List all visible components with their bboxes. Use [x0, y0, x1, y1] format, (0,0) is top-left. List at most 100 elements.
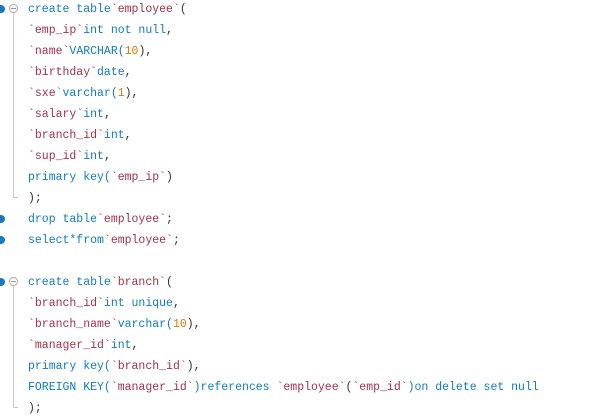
fold-guide [13, 20, 14, 41]
sql-punctuation: ), [124, 87, 139, 100]
code-line[interactable]: ); [0, 188, 607, 209]
sql-keyword: int not null [83, 24, 167, 37]
sql-identifier: `branch_name` [28, 318, 118, 331]
code-text: `sup_id`int, [28, 146, 111, 167]
code-text: `branch_name`varchar(10), [28, 314, 201, 335]
sql-punctuation: ), [138, 45, 153, 58]
code-line[interactable]: `branch_id`int, [0, 125, 607, 146]
code-text: ); [28, 188, 42, 209]
code-text: primary key(`emp_ip`) [28, 167, 173, 188]
sql-identifier: `name` [28, 45, 70, 58]
statement-marker-icon [0, 215, 5, 223]
code-line[interactable]: `birthday`date, [0, 62, 607, 83]
code-text: `birthday`date, [28, 62, 132, 83]
code-line[interactable]: `name`VARCHAR(10), [0, 41, 607, 62]
sql-punctuation: ), [186, 360, 201, 373]
fold-guide [13, 286, 14, 293]
code-text: `salary`int, [28, 104, 111, 125]
code-line[interactable]: FOREIGN KEY(`manager_id`)references `emp… [0, 377, 607, 398]
fold-guide [13, 125, 14, 146]
sql-number: 1 [117, 87, 125, 100]
fold-guide [13, 146, 14, 167]
sql-keyword: int [103, 129, 125, 142]
sql-identifier: `employee` [110, 3, 180, 16]
sql-punctuation: ), [186, 318, 201, 331]
sql-keyword: FOREIGN KEY( [28, 381, 111, 394]
sql-identifier: `employee` [97, 213, 167, 226]
sql-keyword: primary key( [28, 171, 111, 184]
code-line[interactable]: create table`employee`( [0, 0, 607, 20]
sql-identifier: `sup_id` [28, 150, 84, 163]
code-line[interactable]: `sxe`varchar(1), [0, 83, 607, 104]
code-line[interactable]: primary key(`branch_id`), [0, 356, 607, 377]
fold-guide [13, 104, 14, 125]
sql-identifier: `manager_id` [110, 381, 194, 394]
sql-keyword: int unique [103, 297, 173, 310]
sql-keyword: create table [28, 3, 111, 16]
sql-identifier: `employee` [103, 234, 173, 247]
statement-marker-icon [0, 5, 5, 13]
statement-marker-icon [0, 236, 5, 244]
sql-punctuation: , [103, 150, 111, 163]
sql-punctuation: , [166, 24, 173, 37]
fold-guide [13, 335, 14, 356]
sql-keyword: create table [28, 276, 111, 289]
fold-guide [13, 167, 14, 188]
sql-punctuation: , [124, 129, 132, 142]
code-line[interactable]: select*from`employee`; [0, 230, 607, 251]
code-line[interactable]: `branch_name`varchar(10), [0, 314, 607, 335]
code-line[interactable]: drop table`employee`; [0, 209, 607, 230]
sql-keyword: varchar( [62, 87, 118, 100]
fold-guide [13, 188, 18, 198]
sql-keyword: int [110, 339, 132, 352]
sql-punctuation: ; [166, 213, 173, 226]
sql-keyword: int [83, 150, 104, 163]
code-line[interactable] [0, 251, 607, 272]
code-line[interactable]: `sup_id`int, [0, 146, 607, 167]
sql-identifier: `emp_ip` [110, 171, 167, 184]
sql-punctuation: , [124, 66, 132, 79]
sql-punctuation: ) [166, 171, 173, 184]
sql-identifier: `branch_id` [28, 129, 104, 142]
code-text: `name`VARCHAR(10), [28, 41, 152, 62]
sql-punctuation: ( [166, 276, 173, 289]
code-line[interactable]: `salary`int, [0, 104, 607, 125]
sql-identifier: `salary` [28, 108, 84, 121]
fold-collapse-icon[interactable] [9, 277, 18, 286]
sql-keyword: VARCHAR( [69, 45, 125, 58]
sql-punctuation: , [131, 339, 139, 352]
code-text: select*from`employee`; [28, 230, 180, 251]
sql-identifier: `branch_id` [110, 360, 187, 373]
code-text: create table`branch`( [28, 272, 173, 293]
code-text: `emp_ip`int not null, [28, 20, 173, 41]
code-text: primary key(`branch_id`), [28, 356, 201, 377]
sql-keyword: select*from [28, 234, 104, 247]
statement-marker-icon [0, 278, 5, 286]
fold-guide [13, 314, 14, 335]
fold-collapse-icon[interactable] [9, 4, 18, 13]
sql-keyword: varchar( [117, 318, 173, 331]
code-line[interactable]: create table`branch`( [0, 272, 607, 293]
sql-punctuation: , [172, 297, 180, 310]
sql-keyword: drop table [28, 213, 98, 226]
sql-keyword: )references [193, 381, 277, 394]
sql-identifier: `sxe` [28, 87, 63, 100]
sql-keyword: date [97, 66, 125, 79]
code-line[interactable]: primary key(`emp_ip`) [0, 167, 607, 188]
fold-guide [13, 83, 14, 104]
sql-punctuation: , [103, 108, 111, 121]
sql-number: 10 [172, 318, 187, 331]
code-line[interactable]: `branch_id`int unique, [0, 293, 607, 314]
code-text: `sxe`varchar(1), [28, 83, 138, 104]
code-text: create table`employee`( [28, 0, 187, 20]
code-line[interactable]: `manager_id`int, [0, 335, 607, 356]
sql-keyword: primary key( [28, 360, 111, 373]
code-line[interactable]: `emp_ip`int not null, [0, 20, 607, 41]
code-text: `branch_id`int unique, [28, 293, 180, 314]
sql-keyword: int [83, 108, 104, 121]
fold-guide [13, 41, 14, 62]
code-text: `branch_id`int, [28, 125, 132, 146]
code-line[interactable]: ); [0, 398, 607, 419]
sql-identifier: `employee` [276, 381, 346, 394]
